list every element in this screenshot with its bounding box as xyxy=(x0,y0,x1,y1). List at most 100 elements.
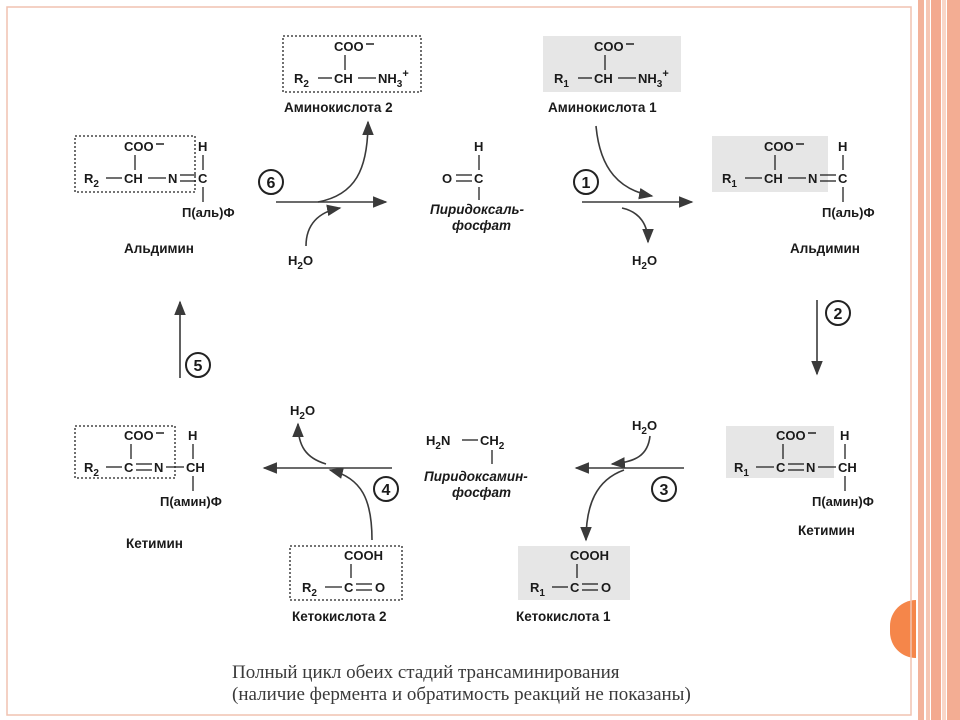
svg-text:N: N xyxy=(806,460,815,475)
svg-text:H: H xyxy=(198,139,207,154)
pmp-label-1: Пиридоксамин- xyxy=(424,469,528,484)
plp-label-1: Пиридоксаль- xyxy=(430,202,524,217)
svg-text:COO: COO xyxy=(594,39,624,54)
svg-text:R2: R2 xyxy=(84,171,99,190)
ketoacid-2-label: Кетокислота 2 xyxy=(292,609,387,624)
step-badge-3: 3 xyxy=(651,476,677,502)
plp-label-2: фосфат xyxy=(452,218,511,233)
arrow-water-in-3 xyxy=(610,435,651,469)
step-badge-1: 1 xyxy=(573,169,599,195)
arrow-from-aminoacid-1 xyxy=(595,125,654,200)
pyridoxal-phosphate-structure: H O C xyxy=(442,139,484,200)
svg-text:COO: COO xyxy=(124,139,154,154)
arrow-water-out-4 xyxy=(292,422,327,465)
arrow-water-in-6 xyxy=(305,204,342,247)
svg-text:CH2: CH2 xyxy=(480,433,505,452)
caption-line-1: Полный цикл обеих стадий трансаминирован… xyxy=(232,662,620,683)
water-label-4: H2O xyxy=(290,403,315,422)
aldimin-left-structure: COO R2 CH N C H П(аль)Ф xyxy=(74,135,235,220)
svg-text:COOH: COOH xyxy=(344,548,383,563)
svg-text:R2: R2 xyxy=(84,460,99,479)
svg-text:H2N: H2N xyxy=(426,433,450,452)
water-label-1: H2O xyxy=(632,253,657,272)
svg-text:COO: COO xyxy=(776,428,806,443)
svg-text:C: C xyxy=(776,460,786,475)
svg-text:H: H xyxy=(838,139,847,154)
svg-text:O: O xyxy=(442,171,452,186)
step-badge-6: 6 xyxy=(258,169,284,195)
svg-text:П(амин)Ф: П(амин)Ф xyxy=(812,494,874,509)
ketoacid-2-structure: COOH R2 C O xyxy=(289,545,403,601)
svg-text:CH: CH xyxy=(124,171,143,186)
svg-text:R1: R1 xyxy=(530,580,545,599)
aminoacid-2-structure: COO R2 CH NH3+ xyxy=(282,35,422,93)
arrow-from-ketoacid-2 xyxy=(328,467,373,541)
svg-text:O: O xyxy=(375,580,385,595)
svg-text:П(аль)Ф: П(аль)Ф xyxy=(182,205,235,220)
svg-text:П(амин)Ф: П(амин)Ф xyxy=(160,494,222,509)
svg-text:NH3+: NH3+ xyxy=(638,68,669,90)
svg-text:N: N xyxy=(154,460,163,475)
arrow-to-ketoacid-1 xyxy=(580,469,625,542)
svg-text:R1: R1 xyxy=(734,460,749,479)
svg-text:C: C xyxy=(198,171,208,186)
water-label-6: H2O xyxy=(288,253,313,272)
stripe-2 xyxy=(926,0,930,720)
ketimin-left-structure: COO R2 C N CH H П(амин)Ф xyxy=(74,425,222,509)
svg-text:CH: CH xyxy=(594,71,613,86)
water-label-3: H2O xyxy=(632,418,657,437)
svg-text:2: 2 xyxy=(834,306,843,323)
ketimin-right-label: Кетимин xyxy=(798,523,855,538)
aldimin-left-label: Альдимин xyxy=(124,241,194,256)
svg-text:4: 4 xyxy=(382,482,391,499)
aminoacid-1-structure: COO R1 CH NH3+ xyxy=(543,36,681,92)
pyridoxamine-phosphate-structure: H2N CH2 xyxy=(426,433,505,464)
ketimin-right-structure: COO R1 C N CH H П(амин)Ф xyxy=(726,426,874,509)
svg-text:C: C xyxy=(474,171,484,186)
svg-text:C: C xyxy=(838,171,848,186)
svg-text:CH: CH xyxy=(764,171,783,186)
svg-text:CH: CH xyxy=(334,71,353,86)
ketoacid-1-structure: COOH R1 C O xyxy=(518,546,630,600)
svg-text:C: C xyxy=(344,580,354,595)
svg-text:COO: COO xyxy=(334,39,364,54)
step-badge-5: 5 xyxy=(185,352,211,378)
svg-text:C: C xyxy=(124,460,134,475)
svg-text:R2: R2 xyxy=(294,71,309,90)
ketoacid-1-label: Кетокислота 1 xyxy=(516,609,611,624)
aldimin-right-label: Альдимин xyxy=(790,241,860,256)
svg-text:H: H xyxy=(474,139,483,154)
svg-text:CH: CH xyxy=(838,460,857,475)
svg-text:N: N xyxy=(808,171,817,186)
svg-text:COO: COO xyxy=(764,139,794,154)
step-badge-4: 4 xyxy=(373,476,399,502)
svg-text:R1: R1 xyxy=(554,71,569,90)
slide-frame xyxy=(6,6,912,716)
arrow-water-out-1 xyxy=(621,207,654,244)
svg-text:COO: COO xyxy=(124,428,154,443)
svg-text:1: 1 xyxy=(582,175,591,192)
stripe-5 xyxy=(947,0,960,720)
svg-text:П(аль)Ф: П(аль)Ф xyxy=(822,205,875,220)
svg-text:6: 6 xyxy=(267,175,276,192)
svg-text:O: O xyxy=(601,580,611,595)
svg-text:R2: R2 xyxy=(302,580,317,599)
ketimin-left-label: Кетимин xyxy=(126,536,183,551)
aminoacid-2-label: Аминокислота 2 xyxy=(284,100,393,115)
svg-text:COOH: COOH xyxy=(570,548,609,563)
svg-text:3: 3 xyxy=(660,482,669,499)
caption-line-2: (наличие фермента и обратимость реакций … xyxy=(232,684,691,705)
svg-text:C: C xyxy=(570,580,580,595)
stripe-4 xyxy=(942,0,946,720)
svg-text:CH: CH xyxy=(186,460,205,475)
svg-text:5: 5 xyxy=(194,358,203,375)
svg-text:H: H xyxy=(840,428,849,443)
svg-text:N: N xyxy=(168,171,177,186)
arrow-to-aminoacid-2 xyxy=(317,120,374,203)
svg-text:R1: R1 xyxy=(722,171,737,190)
svg-text:H: H xyxy=(188,428,197,443)
svg-text:NH3+: NH3+ xyxy=(378,68,409,90)
aldimin-right-structure: COO R1 CH N C H П(аль)Ф xyxy=(712,136,875,220)
stripe-3 xyxy=(931,0,941,720)
